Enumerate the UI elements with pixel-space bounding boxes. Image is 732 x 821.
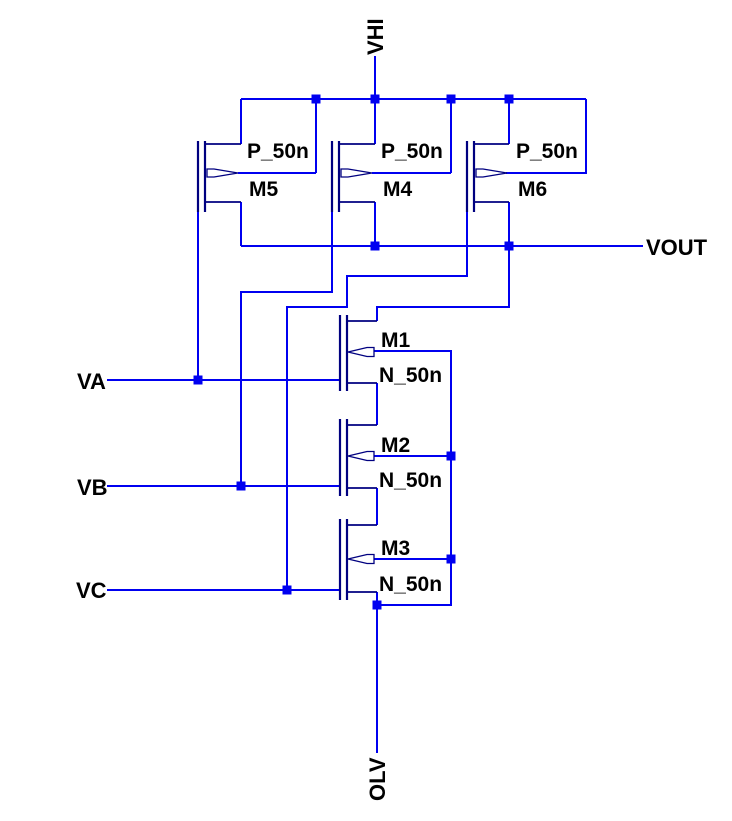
junction-dot: [370, 94, 380, 104]
net-vb-wire[interactable]: [107, 212, 340, 487]
bulk-arrow-icon: [475, 168, 508, 178]
bulk-arrow-icon: [347, 553, 375, 565]
junction-dot: [282, 585, 292, 595]
junction-dot: [504, 94, 514, 104]
device-m5-model: P_50n: [247, 140, 309, 163]
junction-dot: [446, 554, 456, 564]
device-m5[interactable]: P_50n M5: [196, 140, 309, 212]
junction-dot: [370, 241, 380, 251]
device-m3-model: N_50n: [379, 573, 442, 596]
junction-dot: [372, 600, 382, 610]
bulk-arrow-icon: [340, 168, 373, 178]
net-vout-wire[interactable]: [240, 202, 643, 321]
net-va-wire[interactable]: [107, 212, 340, 381]
device-m1-model: N_50n: [379, 364, 442, 387]
device-m1-name: M1: [381, 329, 410, 352]
device-m4-model: P_50n: [381, 140, 443, 163]
label-vb[interactable]: VB: [77, 475, 108, 500]
device-m6-model: P_50n: [516, 140, 578, 163]
label-vc[interactable]: VC: [76, 578, 107, 603]
device-m4-name: M4: [383, 178, 412, 201]
label-va[interactable]: VA: [77, 369, 106, 394]
net-vhi-wire[interactable]: [238, 56, 587, 174]
device-m2[interactable]: M2 N_50n: [338, 419, 442, 496]
device-m3-name: M3: [381, 537, 410, 560]
device-m4[interactable]: P_50n M4: [330, 140, 443, 212]
label-vout[interactable]: VOUT: [646, 235, 708, 260]
junction-dot: [236, 481, 246, 491]
bulk-arrow-icon: [347, 450, 375, 462]
junction-dot: [311, 94, 321, 104]
junction-dot: [446, 451, 456, 461]
device-m6-name: M6: [518, 178, 547, 201]
junctions: [193, 94, 514, 610]
device-m1[interactable]: M1 N_50n: [338, 315, 442, 391]
label-vlo[interactable]: OLV: [365, 757, 390, 801]
bulk-arrow-icon: [347, 346, 375, 358]
net-vlo-wire[interactable]: [374, 350, 452, 753]
junction-dot: [504, 241, 514, 251]
junction-dot: [193, 375, 203, 385]
device-m3[interactable]: M3 N_50n: [338, 519, 442, 600]
junction-dot: [446, 94, 456, 104]
device-m5-name: M5: [249, 178, 278, 201]
label-vhi[interactable]: VHI: [363, 18, 388, 55]
bulk-arrow-icon: [206, 168, 239, 178]
net-vc-wire[interactable]: [107, 212, 468, 591]
device-m2-name: M2: [381, 434, 410, 457]
device-m6[interactable]: P_50n M6: [465, 140, 578, 212]
device-m2-model: N_50n: [379, 469, 442, 492]
